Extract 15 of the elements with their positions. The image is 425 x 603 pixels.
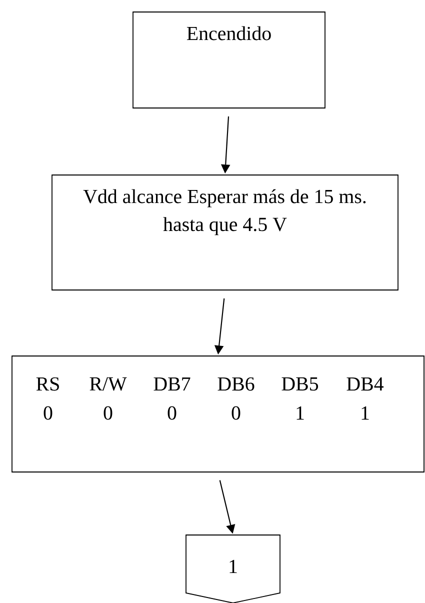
table-cell-text: DB6 — [218, 377, 254, 391]
table-cell-text: 0 — [232, 406, 240, 420]
off-page-connector: 1 — [186, 534, 280, 603]
table-cell-text: R/W — [90, 377, 127, 391]
table-cell-text: 0 — [44, 406, 52, 420]
table-cell-text: DB7 — [154, 377, 190, 391]
process-box: Encendido — [132, 12, 326, 108]
table-cell-text: 1 — [296, 406, 304, 420]
table-cell-text: 1 — [362, 406, 369, 420]
table-cell-text: 0 — [104, 406, 112, 420]
table-cell-text: 0 — [168, 406, 176, 420]
table-cell-text: DB4 — [346, 377, 384, 391]
table-cell-text: RS — [36, 377, 59, 391]
table-cell-text: DB5 — [282, 377, 318, 391]
process-box: Vdd alcance Esperar más de 15 ms. hasta que 4.5 V — [52, 174, 398, 290]
